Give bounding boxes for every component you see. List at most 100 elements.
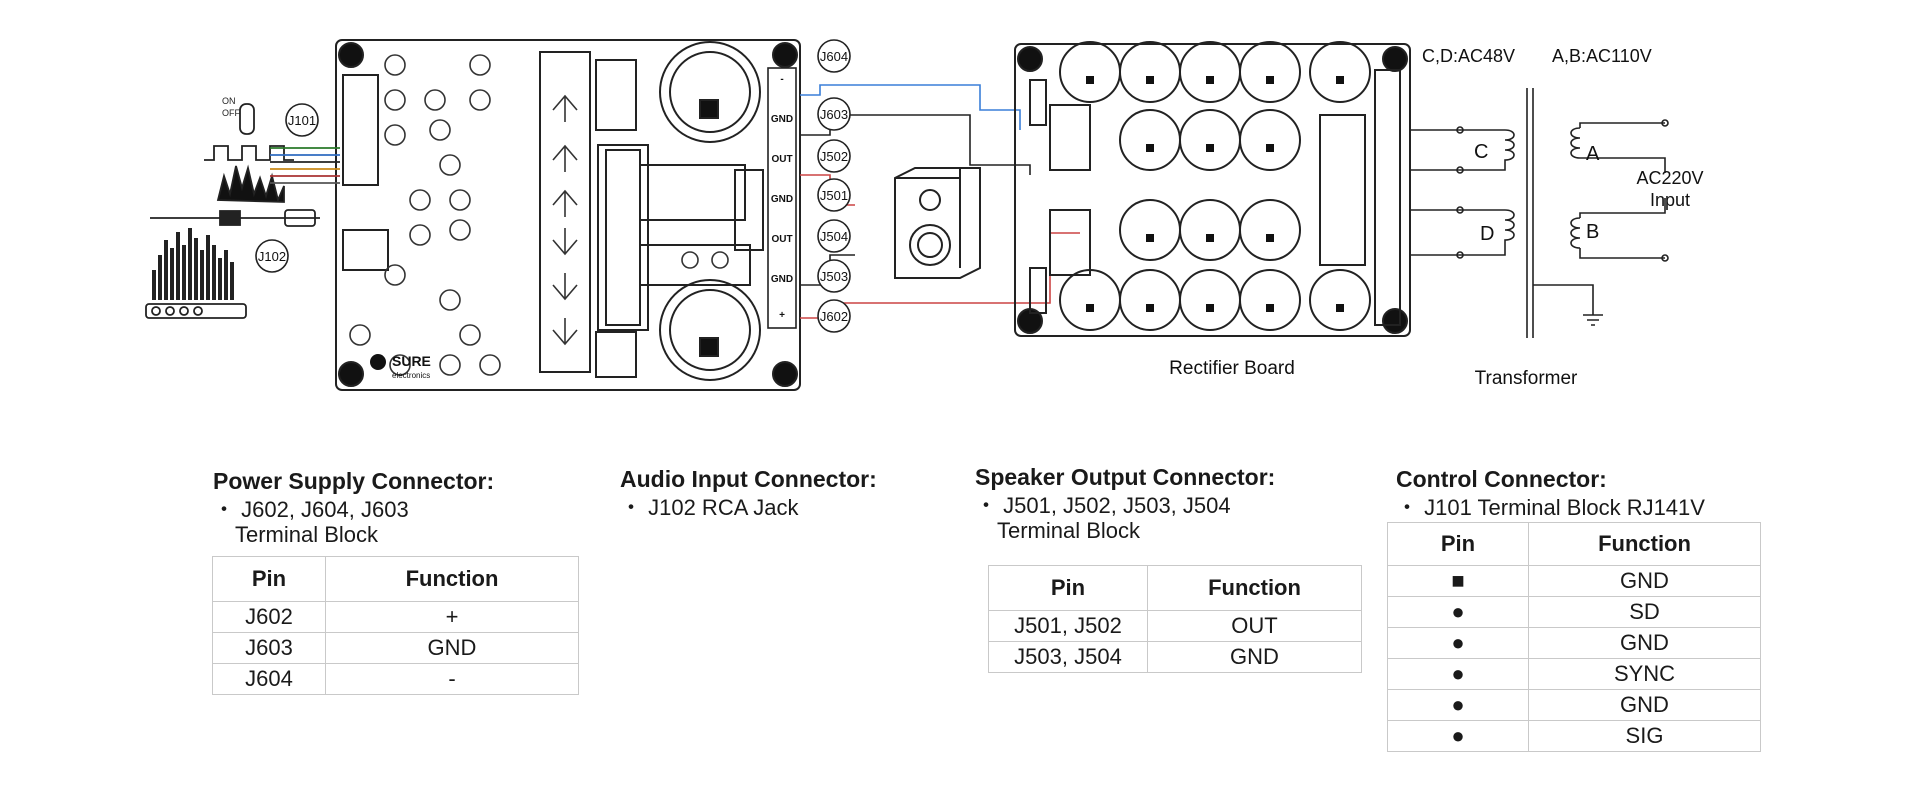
- ac220-label-line2: Input: [1650, 190, 1690, 210]
- cell-function: SIG: [1528, 720, 1761, 752]
- amp-terminal-minus: -: [780, 74, 783, 85]
- cell-function: SD: [1528, 596, 1761, 628]
- amp-terminal-strip: [767, 67, 797, 329]
- control-line1: ・ J101 Terminal Block RJ141V: [1396, 495, 1705, 520]
- winding-d-label: D: [1480, 223, 1494, 245]
- cell-pin: ■: [1387, 565, 1529, 597]
- header-pin: Pin: [988, 565, 1148, 611]
- cell-function: SYNC: [1528, 658, 1761, 690]
- label-j101: J101: [288, 113, 316, 128]
- table-row: ● GND: [1387, 689, 1761, 721]
- speaker-output-panel: Speaker Output Connector: ・ J501, J502, …: [975, 464, 1275, 543]
- cell-function: GND: [1147, 641, 1362, 673]
- cell-function: GND: [1528, 627, 1761, 659]
- power-supply-table: Pin Function J602 + J603 GND J604 -: [212, 556, 579, 695]
- amp-terminal-out-1: OUT: [771, 154, 792, 165]
- connector-bubble-labels: J604 J603 J502 J501 J504 J503 J602 J101 …: [258, 49, 848, 324]
- amp-terminal-gnd-1: GND: [771, 114, 793, 125]
- power-supply-title: Power Supply Connector:: [213, 468, 495, 494]
- transformer-wires: [1410, 88, 1669, 338]
- table-row: ■ GND: [1387, 565, 1761, 597]
- table-row: J503, J504 GND: [988, 641, 1362, 673]
- cell-pin: ●: [1387, 627, 1529, 659]
- table-row: ● SD: [1387, 596, 1761, 628]
- rectifier-cap-marks: [1086, 76, 1344, 312]
- input-devices: ON OFF: [145, 96, 340, 319]
- cell-pin: J603: [212, 632, 326, 664]
- power-supply-line1: ・ J602, J604, J603: [213, 497, 409, 522]
- connector-bubbles: [255, 39, 851, 333]
- rectifier-board: [1014, 43, 1411, 337]
- power-supply-line2: Terminal Block: [235, 522, 379, 547]
- brand-logo: SURE electronics: [370, 353, 431, 380]
- speaker-output-line1: ・ J501, J502, J503, J504: [975, 493, 1231, 518]
- ac220-label-line1: AC220V: [1636, 168, 1703, 188]
- switch-off-label: OFF: [222, 108, 240, 118]
- label-j501: J501: [820, 188, 848, 203]
- control-panel: Control Connector: ・ J101 Terminal Block…: [1396, 466, 1705, 520]
- speaker-output-line2: Terminal Block: [997, 518, 1141, 543]
- amp-terminal-out-2: OUT: [771, 234, 792, 245]
- arrow-marks: [552, 94, 578, 346]
- table-row: ● SYNC: [1387, 658, 1761, 690]
- header-pin: Pin: [1387, 522, 1529, 566]
- amp-terminal-plus: +: [779, 310, 785, 321]
- label-j504: J504: [820, 229, 848, 244]
- header-function: Function: [1147, 565, 1362, 611]
- control-table: Pin Function ■ GND ● SD ● GND ● SYNC ● G…: [1387, 522, 1761, 752]
- label-j503: J503: [820, 269, 848, 284]
- winding-b-label: B: [1586, 221, 1599, 243]
- cell-pin: ●: [1387, 689, 1529, 721]
- audio-input-line1: ・ J102 RCA Jack: [620, 495, 799, 520]
- cell-pin: J604: [212, 663, 326, 695]
- label-j604: J604: [820, 49, 848, 64]
- cell-pin: J503, J504: [988, 641, 1148, 673]
- header-function: Function: [325, 556, 579, 602]
- audio-input-panel: Audio Input Connector: ・ J102 RCA Jack: [620, 466, 877, 520]
- label-j602: J602: [820, 309, 848, 324]
- header-pin: Pin: [212, 556, 326, 602]
- speaker: [894, 167, 981, 279]
- cell-pin: J602: [212, 601, 326, 633]
- power-labels: C,D:AC48V A,B:AC110V C D A B AC220V Inpu…: [1169, 46, 1703, 389]
- winding-a-label: A: [1586, 143, 1600, 165]
- speaker-output-title: Speaker Output Connector:: [975, 464, 1276, 490]
- table-row: J602 +: [212, 601, 579, 633]
- cell-function: GND: [1528, 689, 1761, 721]
- label-j502: J502: [820, 149, 848, 164]
- amplifier-components: [349, 54, 729, 376]
- cell-pin: J501, J502: [988, 610, 1148, 642]
- cell-pin: ●: [1387, 658, 1529, 690]
- amplifier-board: [335, 39, 801, 391]
- amp-terminal-labels: - GND OUT GND OUT GND +: [771, 74, 793, 321]
- power-supply-panel: Power Supply Connector: ・ J602, J604, J6…: [213, 468, 494, 547]
- table-header-row: Pin Function: [212, 556, 579, 602]
- ac110-label: A,B:AC110V: [1552, 46, 1652, 66]
- header-function: Function: [1528, 522, 1761, 566]
- table-header-row: Pin Function: [1387, 522, 1761, 566]
- table-row: ● GND: [1387, 627, 1761, 659]
- winding-c-label: C: [1474, 141, 1488, 163]
- cell-function: GND: [325, 632, 579, 664]
- table-header-row: Pin Function: [988, 565, 1362, 611]
- cell-function: GND: [1528, 565, 1761, 597]
- transformer-label: Transformer: [1475, 368, 1578, 389]
- rectifier-caps: [1059, 41, 1371, 331]
- cell-pin: ●: [1387, 720, 1529, 752]
- switch-on-label: ON: [222, 96, 236, 106]
- table-row: J603 GND: [212, 632, 579, 664]
- cell-function: -: [325, 663, 579, 695]
- speaker-output-table: Pin Function J501, J502 OUT J503, J504 G…: [988, 565, 1362, 673]
- brand-sub: electronics: [392, 371, 430, 380]
- control-title: Control Connector:: [1396, 466, 1607, 492]
- audio-input-title: Audio Input Connector:: [620, 466, 877, 492]
- label-j603: J603: [820, 107, 848, 122]
- table-row: J604 -: [212, 663, 579, 695]
- cell-function: OUT: [1147, 610, 1362, 642]
- label-j102: J102: [258, 249, 286, 264]
- ac48-label: C,D:AC48V: [1422, 46, 1515, 66]
- table-row: ● SIG: [1387, 720, 1761, 752]
- brand-name: SURE: [392, 353, 431, 369]
- amp-terminal-gnd-3: GND: [771, 274, 793, 285]
- wiring-diagram: - GND OUT GND OUT GND + SURE electronics…: [145, 39, 1704, 391]
